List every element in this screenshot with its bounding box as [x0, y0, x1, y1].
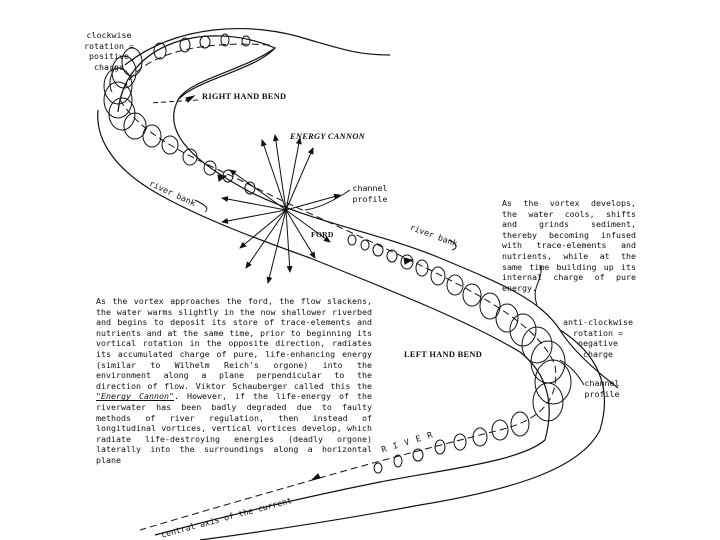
ford-label: FORD [311, 230, 334, 239]
left-hand-bend-label: LEFT HAND BEND [404, 350, 483, 359]
channel-profile-top-line-2: profile [352, 193, 388, 204]
clockwise-line-4: charge [94, 61, 124, 72]
anti-clockwise-line-1: anti-clockwise [563, 317, 633, 327]
vortex-coils-middle [347, 234, 572, 422]
vortex-coils-upper [103, 33, 256, 195]
river-far-bank-line [177, 47, 606, 540]
anti-clockwise-rotation-label: anti-clockwise rotation = negative charg… [560, 317, 636, 359]
energy-cannon-emphasis: "Energy Cannon" [96, 391, 174, 402]
clockwise-rotation-label: clockwise rotation = positive charge [84, 30, 134, 72]
channel-profile-top-label: channel profile [346, 183, 394, 204]
clockwise-line-2: rotation = [84, 40, 134, 51]
vortex-develops-note: As the vortex develops, the water cools,… [502, 198, 636, 293]
channel-profile-top-line-1: channel [352, 183, 388, 193]
leader-lines [109, 65, 585, 386]
clockwise-line-3: positive [89, 51, 129, 62]
anti-clockwise-line-3: negative [578, 338, 618, 349]
river-bank-lower-line [97, 109, 550, 536]
river-bank-outer-line [124, 28, 391, 66]
ford-paragraph-part-1: As the vortex approaches the ford, the f… [96, 296, 372, 391]
clockwise-line-1: clockwise [86, 30, 132, 40]
channel-profile-right-label: channel profile [578, 378, 626, 399]
anti-clockwise-line-2: rotation = [573, 327, 623, 338]
flow-arrows [185, 95, 414, 481]
right-hand-bend-label: RIGHT HAND BEND [202, 92, 287, 101]
anti-clockwise-line-4: charge [583, 348, 613, 359]
channel-profile-right-line-2: profile [584, 388, 620, 399]
vortex-coils-lower [373, 411, 530, 474]
energy-cannon-arrows [221, 134, 341, 284]
channel-profile-right-line-1: channel [584, 378, 620, 388]
energy-cannon-label: ENERGY CANNON [290, 132, 366, 141]
ford-paragraph-part-2: . However, if the life-energy of the riv… [96, 391, 372, 465]
ford-explanation-paragraph: As the vortex approaches the ford, the f… [96, 296, 372, 466]
